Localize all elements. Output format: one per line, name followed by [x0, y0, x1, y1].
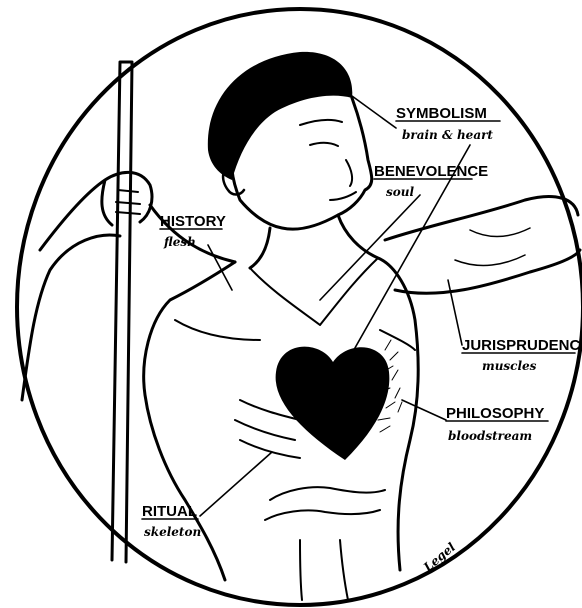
svg-text:HISTORY: HISTORY [160, 213, 226, 230]
heart-icon [276, 347, 390, 460]
svg-text:brain & heart: brain & heart [402, 128, 493, 142]
label-jurisprudence: JURISPRUDENCE muscles [462, 337, 582, 373]
label-benevolence: BENEVOLENCE soul [374, 163, 488, 199]
svg-text:soul: soul [386, 185, 414, 199]
label-history: HISTORY flesh [160, 213, 226, 249]
svg-text:muscles: muscles [482, 359, 537, 373]
staff [112, 62, 132, 562]
label-ritual: RITUAL skeleton [142, 503, 201, 539]
label-philosophy: PHILOSOPHY bloodstream [446, 405, 548, 443]
svg-text:flesh: flesh [163, 235, 196, 249]
svg-text:bloodstream: bloodstream [448, 429, 532, 443]
svg-text:RITUAL: RITUAL [142, 503, 197, 520]
svg-text:BENEVOLENCE: BENEVOLENCE [374, 163, 488, 180]
svg-text:SYMBOLISM: SYMBOLISM [396, 105, 487, 122]
svg-text:JURISPRUDENCE: JURISPRUDENCE [462, 337, 582, 354]
head [208, 52, 372, 229]
label-symbolism: SYMBOLISM brain & heart [396, 105, 500, 142]
svg-text:skeleton: skeleton [144, 525, 201, 539]
svg-text:PHILOSOPHY: PHILOSOPHY [446, 405, 544, 422]
